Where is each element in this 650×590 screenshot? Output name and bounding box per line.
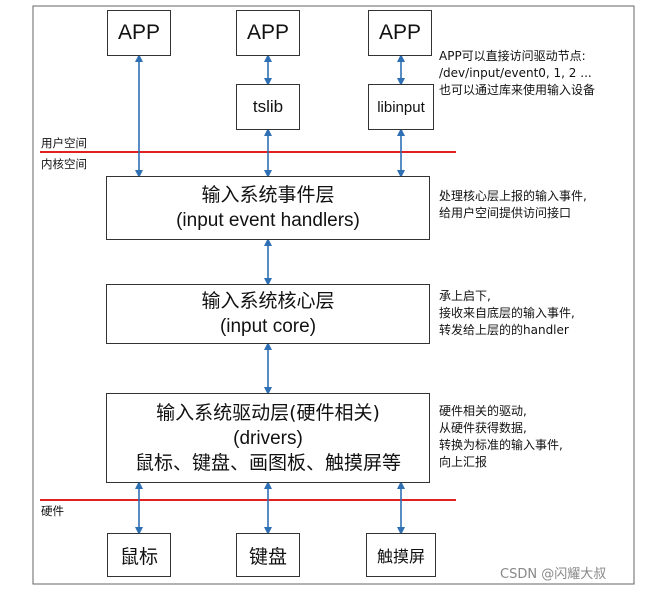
app-note-line: APP可以直接访问驱动节点:: [439, 49, 586, 63]
core-layer-box: 输入系统核心层 (input core): [106, 284, 430, 344]
mouse-label: 鼠标: [119, 545, 158, 568]
core-note-line: 接收来自底层的输入事件,: [439, 306, 575, 320]
tslib-box: tslib: [236, 84, 300, 130]
kernel-space-label: 内核空间: [41, 157, 87, 171]
event-note-line: 处理核心层上报的输入事件,: [439, 189, 587, 203]
app-note: APP可以直接访问驱动节点: /dev/input/event0, 1, 2 .…: [439, 48, 595, 99]
keyboard-label: 键盘: [248, 545, 287, 568]
drivers-note-line: 硬件相关的驱动,: [439, 404, 527, 418]
mouse-box: 鼠标: [107, 533, 171, 577]
hardware-label: 硬件: [41, 504, 64, 518]
app-box-label: APP: [246, 21, 290, 44]
core-layer-title: 输入系统核心层: [201, 290, 335, 312]
touchscreen-box: 触摸屏: [366, 533, 436, 577]
touchscreen-label: 触摸屏: [376, 547, 425, 566]
app-box-3: APP: [368, 10, 432, 56]
app-box-1: APP: [107, 10, 171, 56]
libinput-label: libinput: [377, 98, 425, 116]
drivers-note: 硬件相关的驱动, 从硬件获得数据, 转换为标准的输入事件, 向上汇报: [439, 403, 563, 471]
app-box-label: APP: [378, 21, 422, 44]
core-note-line: 转发给上层的的handler: [439, 323, 569, 337]
drivers-note-line: 转换为标准的输入事件,: [439, 438, 563, 452]
drivers-layer-subtitle: (drivers): [233, 427, 303, 449]
outer-frame: [32, 5, 635, 585]
watermark: CSDN @闪耀大叔: [500, 567, 607, 582]
drivers-layer-devices: 鼠标、键盘、画图板、触摸屏等: [134, 451, 401, 474]
app-note-line: /dev/input/event0, 1, 2 ...: [439, 66, 592, 80]
event-layer-subtitle: (input event handlers): [176, 210, 360, 231]
drivers-note-line: 从硬件获得数据,: [439, 421, 527, 435]
drivers-note-line: 向上汇报: [439, 455, 488, 469]
app-box-2: APP: [236, 10, 300, 56]
event-layer-title: 输入系统事件层: [201, 184, 335, 206]
drivers-layer-box: 输入系统驱动层(硬件相关) (drivers) 鼠标、键盘、画图板、触摸屏等: [106, 393, 430, 483]
core-note: 承上启下, 接收来自底层的输入事件, 转发给上层的的handler: [439, 288, 575, 339]
event-note-line: 给用户空间提供访问接口: [439, 206, 572, 220]
core-layer-subtitle: (input core): [219, 316, 317, 337]
core-note-line: 承上启下,: [439, 289, 491, 303]
event-note: 处理核心层上报的输入事件, 给用户空间提供访问接口: [439, 188, 587, 222]
libinput-box: libinput: [368, 84, 434, 130]
user-space-label: 用户空间: [41, 136, 87, 150]
app-box-label: APP: [117, 21, 161, 44]
event-layer-box: 输入系统事件层 (input event handlers): [106, 176, 430, 240]
app-note-line: 也可以通过库来使用输入设备: [439, 83, 596, 97]
tslib-label: tslib: [252, 97, 284, 116]
keyboard-box: 键盘: [236, 533, 300, 577]
drivers-layer-title: 输入系统驱动层(硬件相关): [156, 401, 380, 424]
